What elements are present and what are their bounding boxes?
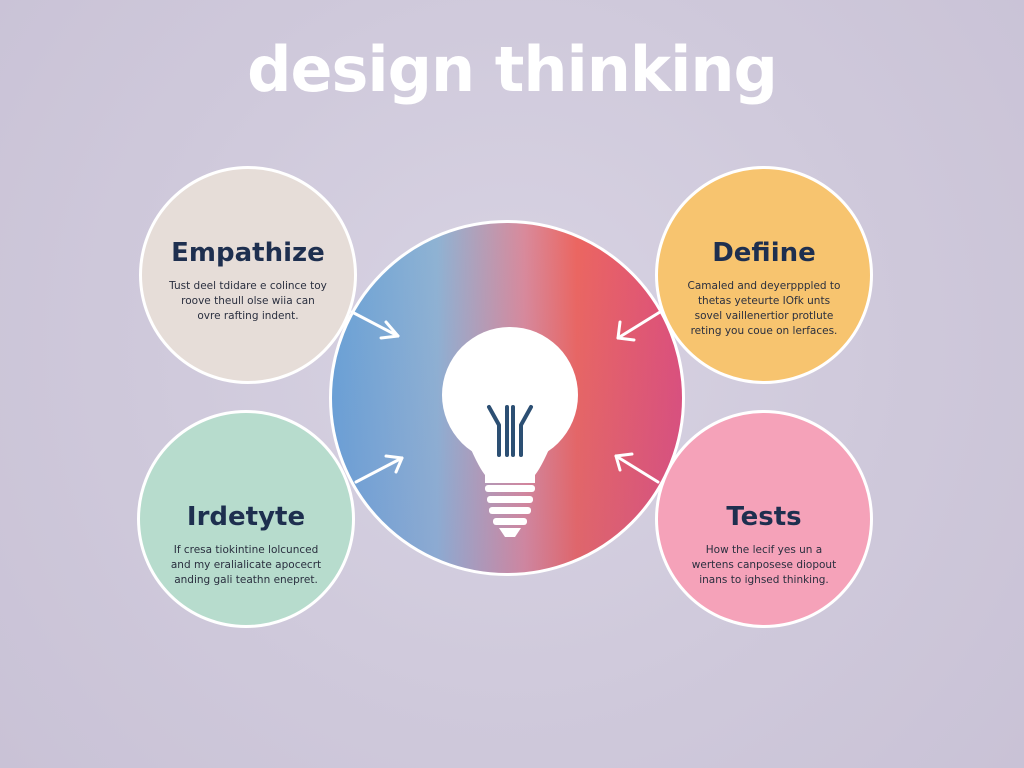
node-title-tests: Tests [726, 502, 802, 532]
node-text-define: Camaled and deyerpppled to thetas yeteur… [687, 280, 841, 337]
node-title-empathize: Empathize [171, 238, 325, 268]
node-title-prototype: Irdetyte [186, 502, 306, 532]
node-title-define: Defiine [712, 238, 816, 268]
node-tests: Tests How the lecif yes un a wertens can… [655, 410, 873, 628]
page-title: design thinking [247, 33, 778, 106]
node-empathize: Empathize Tust deel tdidare e colince to… [139, 166, 357, 384]
center-circle [329, 220, 685, 576]
node-text-empathize: Tust deel tdidare e colince toy roove th… [169, 280, 327, 322]
node-prototype: Irdetyte If cresa tiokintine lolcunced a… [137, 410, 355, 628]
node-define: Defiine Camaled and deyerpppled to theta… [655, 166, 873, 384]
lightbulb-icon [442, 327, 578, 537]
node-text-prototype: If cresa tiokintine lolcunced and my era… [170, 544, 322, 586]
node-text-tests: How the lecif yes un a wertens canposese… [691, 544, 837, 586]
